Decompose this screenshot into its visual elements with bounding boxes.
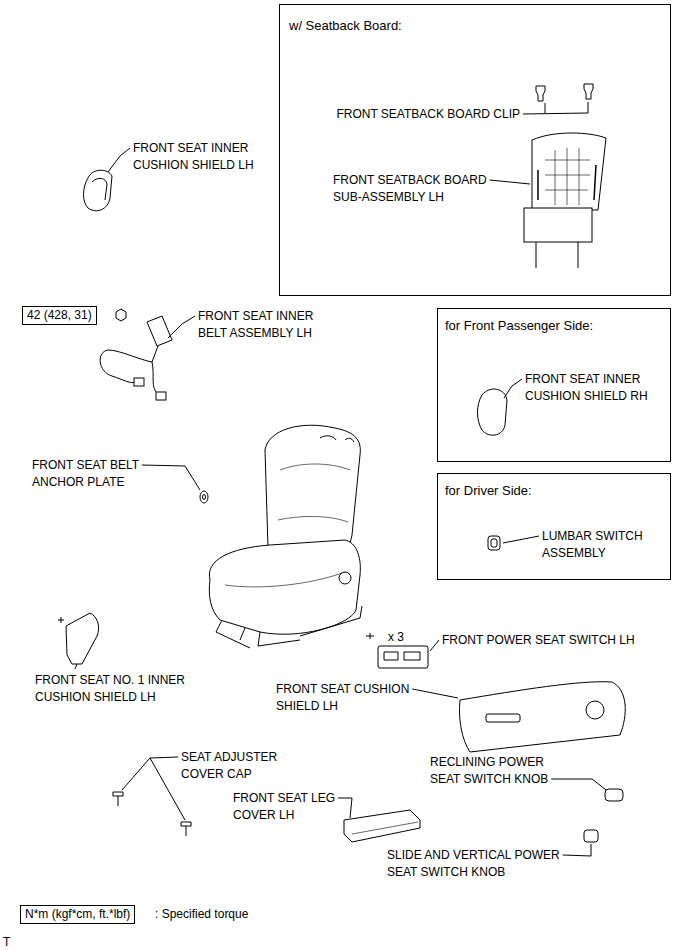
part-name: FRONT SEAT CUSHION SHIELD LH xyxy=(276,681,426,715)
legend-box: N*m (kgf*cm, ft.*lbf) xyxy=(20,905,135,924)
seat-seam xyxy=(225,572,345,587)
leader-line xyxy=(545,103,546,113)
part-name: RECLINING POWER SEAT SWITCH KNOB xyxy=(430,754,558,788)
panel-heading: w/ Seatback Board: xyxy=(289,17,402,34)
part-name: FRONT SEAT BELT ANCHOR PLATE xyxy=(32,457,157,491)
part-name: SLIDE AND VERTICAL POWER SEAT SWITCH KNO… xyxy=(387,847,577,881)
headrest-holes xyxy=(320,436,354,442)
leader-line xyxy=(122,757,178,790)
knob-part xyxy=(605,789,623,801)
cover-part xyxy=(344,810,420,842)
leader-line xyxy=(523,102,588,114)
connector-symbol xyxy=(134,378,144,386)
connector-symbol xyxy=(156,392,166,400)
cap-symbol xyxy=(113,792,123,806)
figure-code: T xyxy=(3,934,10,951)
shield-part xyxy=(66,613,99,664)
switch-detail xyxy=(491,539,497,547)
option-panel: w/ Seatback Board: FRONT SEATBACK BOARD C… xyxy=(279,4,671,296)
leader-line xyxy=(490,180,530,184)
board-part xyxy=(532,133,606,210)
part-name: SEAT ADJUSTER COVER CAP xyxy=(181,749,296,783)
seat-seam xyxy=(278,464,350,522)
plate-detail xyxy=(203,495,206,500)
part-name: FRONT SEATBACK BOARD SUB-ASSEMBLY LH xyxy=(333,172,508,206)
switch-detail xyxy=(384,652,420,660)
shield-detail xyxy=(92,178,107,200)
switch-part xyxy=(378,646,428,668)
panel-heading: for Driver Side: xyxy=(445,482,532,499)
part-name: FRONT POWER SEAT SWITCH LH xyxy=(442,632,635,649)
leader-line xyxy=(150,758,185,820)
option-panel: for Front Passenger Side: FRONT SEAT INNE… xyxy=(437,308,671,462)
shield-part xyxy=(459,682,625,752)
knob-part xyxy=(584,830,598,842)
leader-line xyxy=(504,379,522,398)
leader-line xyxy=(168,316,195,338)
screw-symbol xyxy=(366,633,374,639)
leader-line xyxy=(430,640,439,651)
nut-symbol xyxy=(116,309,126,321)
board-grid xyxy=(545,148,590,205)
option-panel: for Driver Side: LUMBAR SWITCH ASSEMBLY xyxy=(437,473,671,580)
shield-part xyxy=(478,389,508,435)
panel-heading: for Front Passenger Side: xyxy=(445,317,593,334)
board-plate xyxy=(524,208,592,242)
torque-box: 42 (428, 31) xyxy=(22,306,97,325)
switch-slot xyxy=(586,701,604,719)
part-name: FRONT SEAT INNER CUSHION SHIELD RH xyxy=(525,371,665,405)
part-name: FRONT SEAT LEG COVER LH xyxy=(233,790,348,824)
leader-line xyxy=(503,536,539,543)
part-name: FRONT SEAT INNER BELT ASSEMBLY LH xyxy=(198,308,338,342)
part-name: FRONT SEAT INNER CUSHION SHIELD LH xyxy=(133,140,283,174)
clip-part xyxy=(584,84,593,99)
leader-line xyxy=(551,779,606,790)
shield-part xyxy=(84,170,113,211)
board-detail xyxy=(538,165,596,200)
part-name: FRONT SEAT NO. 1 INNER CUSHION SHIELD LH xyxy=(35,672,200,706)
cushion-part xyxy=(209,540,360,634)
belt-wire xyxy=(152,362,158,394)
torque-value: 42 (428, 31) xyxy=(27,307,92,324)
leader-line xyxy=(563,844,591,856)
leader-line xyxy=(108,148,130,172)
board-rods xyxy=(536,242,578,268)
part-name: LUMBAR SWITCH ASSEMBLY xyxy=(542,528,662,562)
seat-rails xyxy=(216,606,362,648)
cap-symbol xyxy=(181,822,191,836)
buckle-part xyxy=(147,316,172,346)
leader-line xyxy=(75,664,77,669)
screw-symbol xyxy=(58,617,64,623)
part-name: FRONT SEATBACK BOARD CLIP xyxy=(336,106,520,123)
leader-line xyxy=(142,465,200,490)
recliner-symbol xyxy=(339,572,351,584)
clip-part xyxy=(536,86,545,101)
legend-text: : Specified torque xyxy=(155,906,248,923)
belt-wire xyxy=(100,346,158,383)
quantity-note: x 3 xyxy=(388,629,404,646)
cover-detail xyxy=(352,822,418,834)
leader-line xyxy=(412,689,458,698)
torque-unit: N*m (kgf*cm, ft.*lbf) xyxy=(25,906,130,923)
plate-part xyxy=(200,491,208,503)
switch-part xyxy=(488,536,500,550)
leader-line xyxy=(338,798,352,818)
switch-slot xyxy=(486,714,520,722)
